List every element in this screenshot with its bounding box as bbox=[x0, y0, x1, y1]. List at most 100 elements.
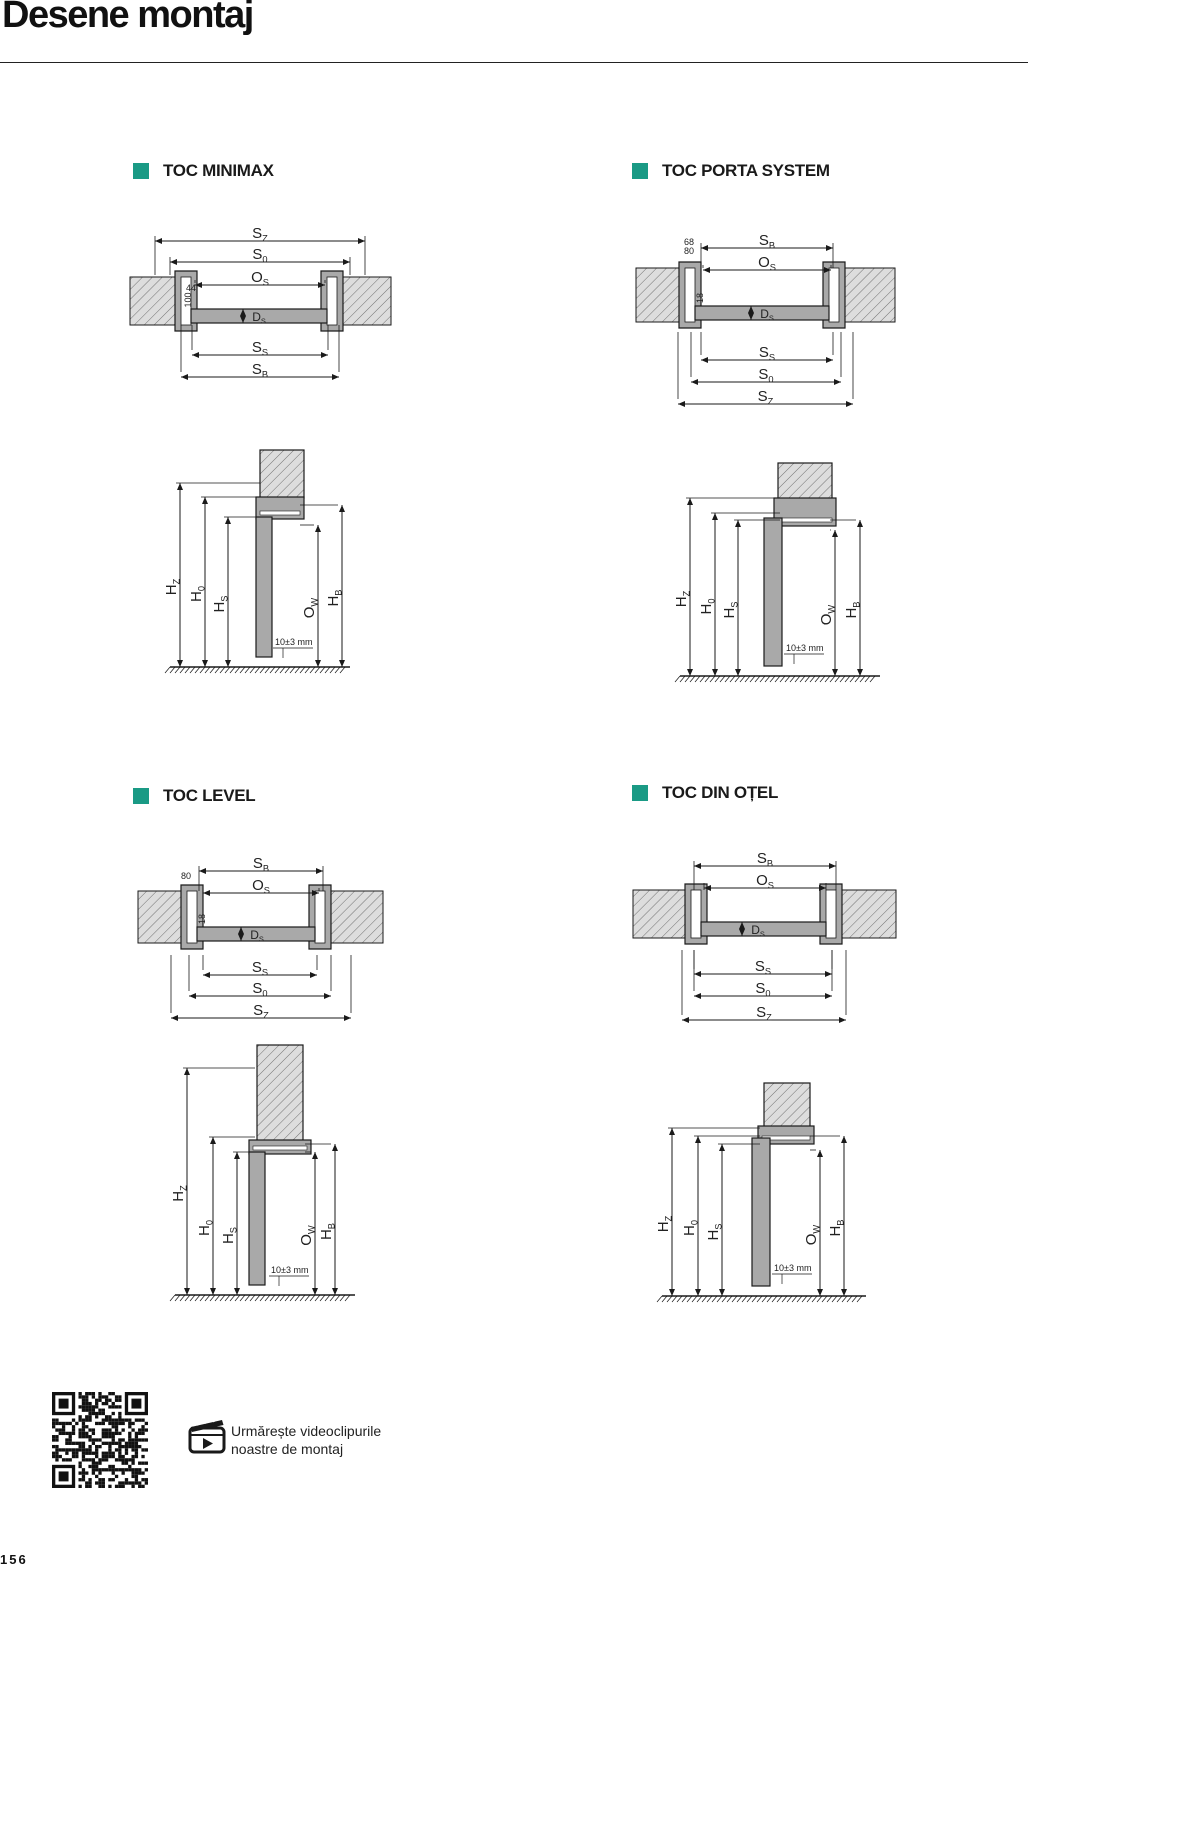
qr-module bbox=[78, 1428, 82, 1432]
dimension-label-ss: SS bbox=[252, 339, 268, 357]
floor-hatch bbox=[689, 675, 696, 683]
qr-module bbox=[118, 1411, 122, 1416]
gap-leader bbox=[784, 653, 824, 664]
qr-module bbox=[108, 1405, 112, 1409]
qr-module bbox=[65, 1431, 69, 1436]
floor-hatch bbox=[729, 675, 736, 683]
qr-module bbox=[88, 1464, 92, 1469]
qr-module bbox=[138, 1468, 142, 1472]
qr-module bbox=[65, 1421, 69, 1426]
floor-hatch bbox=[741, 1295, 748, 1303]
qr-module bbox=[91, 1441, 96, 1445]
qr-module bbox=[101, 1458, 105, 1462]
floor-hatch bbox=[696, 1295, 703, 1303]
floor-hatch bbox=[714, 675, 721, 683]
qr-module bbox=[108, 1444, 112, 1449]
dimension-label-sz: SZ bbox=[758, 388, 774, 406]
qr-module bbox=[55, 1421, 59, 1426]
floor-hatch bbox=[759, 675, 766, 683]
svg-text:SZ: SZ bbox=[252, 225, 268, 243]
svg-text:SB: SB bbox=[252, 361, 268, 379]
svg-text:OW: OW bbox=[803, 1225, 821, 1246]
qr-module bbox=[78, 1448, 82, 1452]
floor-hatch bbox=[694, 675, 701, 683]
qr-module bbox=[141, 1438, 145, 1442]
qr-module bbox=[104, 1435, 109, 1439]
qr-module bbox=[108, 1464, 112, 1469]
qr-module bbox=[128, 1481, 132, 1485]
frame-gap-right bbox=[825, 889, 837, 939]
door-leaf bbox=[700, 921, 827, 937]
qr-module bbox=[131, 1441, 135, 1445]
qr-module bbox=[85, 1451, 89, 1455]
floor-hatch bbox=[179, 1294, 186, 1302]
floor-hatch bbox=[849, 675, 856, 683]
floor-hatch bbox=[324, 666, 331, 674]
floor-hatch bbox=[344, 1294, 351, 1302]
floor-hatch bbox=[716, 1295, 723, 1303]
floor-hatch bbox=[774, 675, 781, 683]
qr-module bbox=[71, 1431, 76, 1436]
qr-module bbox=[95, 1468, 99, 1472]
door-leaf-section bbox=[255, 516, 273, 658]
qr-module bbox=[78, 1395, 82, 1399]
qr-module bbox=[55, 1444, 59, 1449]
svg-text:H0: H0 bbox=[681, 1220, 699, 1236]
qr-module bbox=[52, 1425, 56, 1429]
qr-module bbox=[88, 1451, 92, 1455]
floor-hatch bbox=[711, 1295, 718, 1303]
qr-module bbox=[98, 1398, 102, 1402]
qr-module bbox=[144, 1481, 148, 1485]
qr-module bbox=[78, 1464, 82, 1469]
qr-module bbox=[98, 1392, 102, 1396]
qr-module bbox=[114, 1484, 119, 1488]
qr-module bbox=[68, 1448, 72, 1452]
qr-module bbox=[91, 1411, 96, 1416]
floor-hatch bbox=[839, 675, 846, 683]
qr-module bbox=[111, 1392, 115, 1396]
qr-module bbox=[128, 1468, 132, 1472]
dimension-label-hb: HB bbox=[827, 1219, 845, 1236]
qr-module bbox=[71, 1454, 76, 1459]
svg-text:DS: DS bbox=[751, 923, 765, 939]
qr-module bbox=[88, 1405, 92, 1409]
qr-module bbox=[134, 1431, 139, 1436]
video-instructions-text: Urmărește videoclipurile noastre de mont… bbox=[231, 1422, 411, 1458]
qr-module bbox=[131, 1438, 135, 1442]
qr-module bbox=[61, 1431, 66, 1436]
floor-hatch bbox=[254, 666, 261, 674]
floor-hatch bbox=[309, 1294, 316, 1302]
dimension-label-ds: DS bbox=[760, 307, 774, 323]
qr-module bbox=[101, 1435, 105, 1439]
qr-module bbox=[111, 1468, 115, 1472]
qr-module bbox=[124, 1468, 129, 1472]
floor-hatch bbox=[814, 675, 821, 683]
floor-hatch bbox=[244, 666, 251, 674]
frame-head-rebate bbox=[777, 517, 833, 523]
qr-module bbox=[85, 1448, 89, 1452]
qr-finder-core bbox=[58, 1398, 69, 1409]
qr-module bbox=[141, 1448, 145, 1452]
qr-module bbox=[128, 1444, 132, 1449]
section-marker-icon bbox=[133, 788, 149, 804]
qr-module bbox=[65, 1458, 69, 1462]
dimension-label-hz: HZ bbox=[655, 1215, 673, 1232]
qr-module bbox=[101, 1484, 105, 1488]
floor-hatch bbox=[776, 1295, 783, 1303]
qr-module bbox=[98, 1461, 102, 1465]
qr-module bbox=[61, 1421, 66, 1426]
svg-text:HZ: HZ bbox=[655, 1215, 673, 1232]
qr-module bbox=[114, 1441, 119, 1445]
svg-text:HZ: HZ bbox=[170, 1185, 188, 1202]
qr-module bbox=[124, 1444, 129, 1449]
qr-module bbox=[81, 1474, 86, 1479]
qr-module bbox=[81, 1408, 86, 1412]
dimension-label-ds: DS bbox=[751, 923, 765, 939]
qr-module bbox=[118, 1454, 122, 1459]
dimension-label-hb: HB bbox=[318, 1223, 336, 1240]
floor-hatch bbox=[219, 666, 226, 674]
dimension-value-44: 44 bbox=[186, 283, 196, 293]
dimension-label-sz: SZ bbox=[253, 1002, 269, 1020]
qr-module bbox=[138, 1428, 142, 1432]
floor-hatch bbox=[259, 666, 266, 674]
